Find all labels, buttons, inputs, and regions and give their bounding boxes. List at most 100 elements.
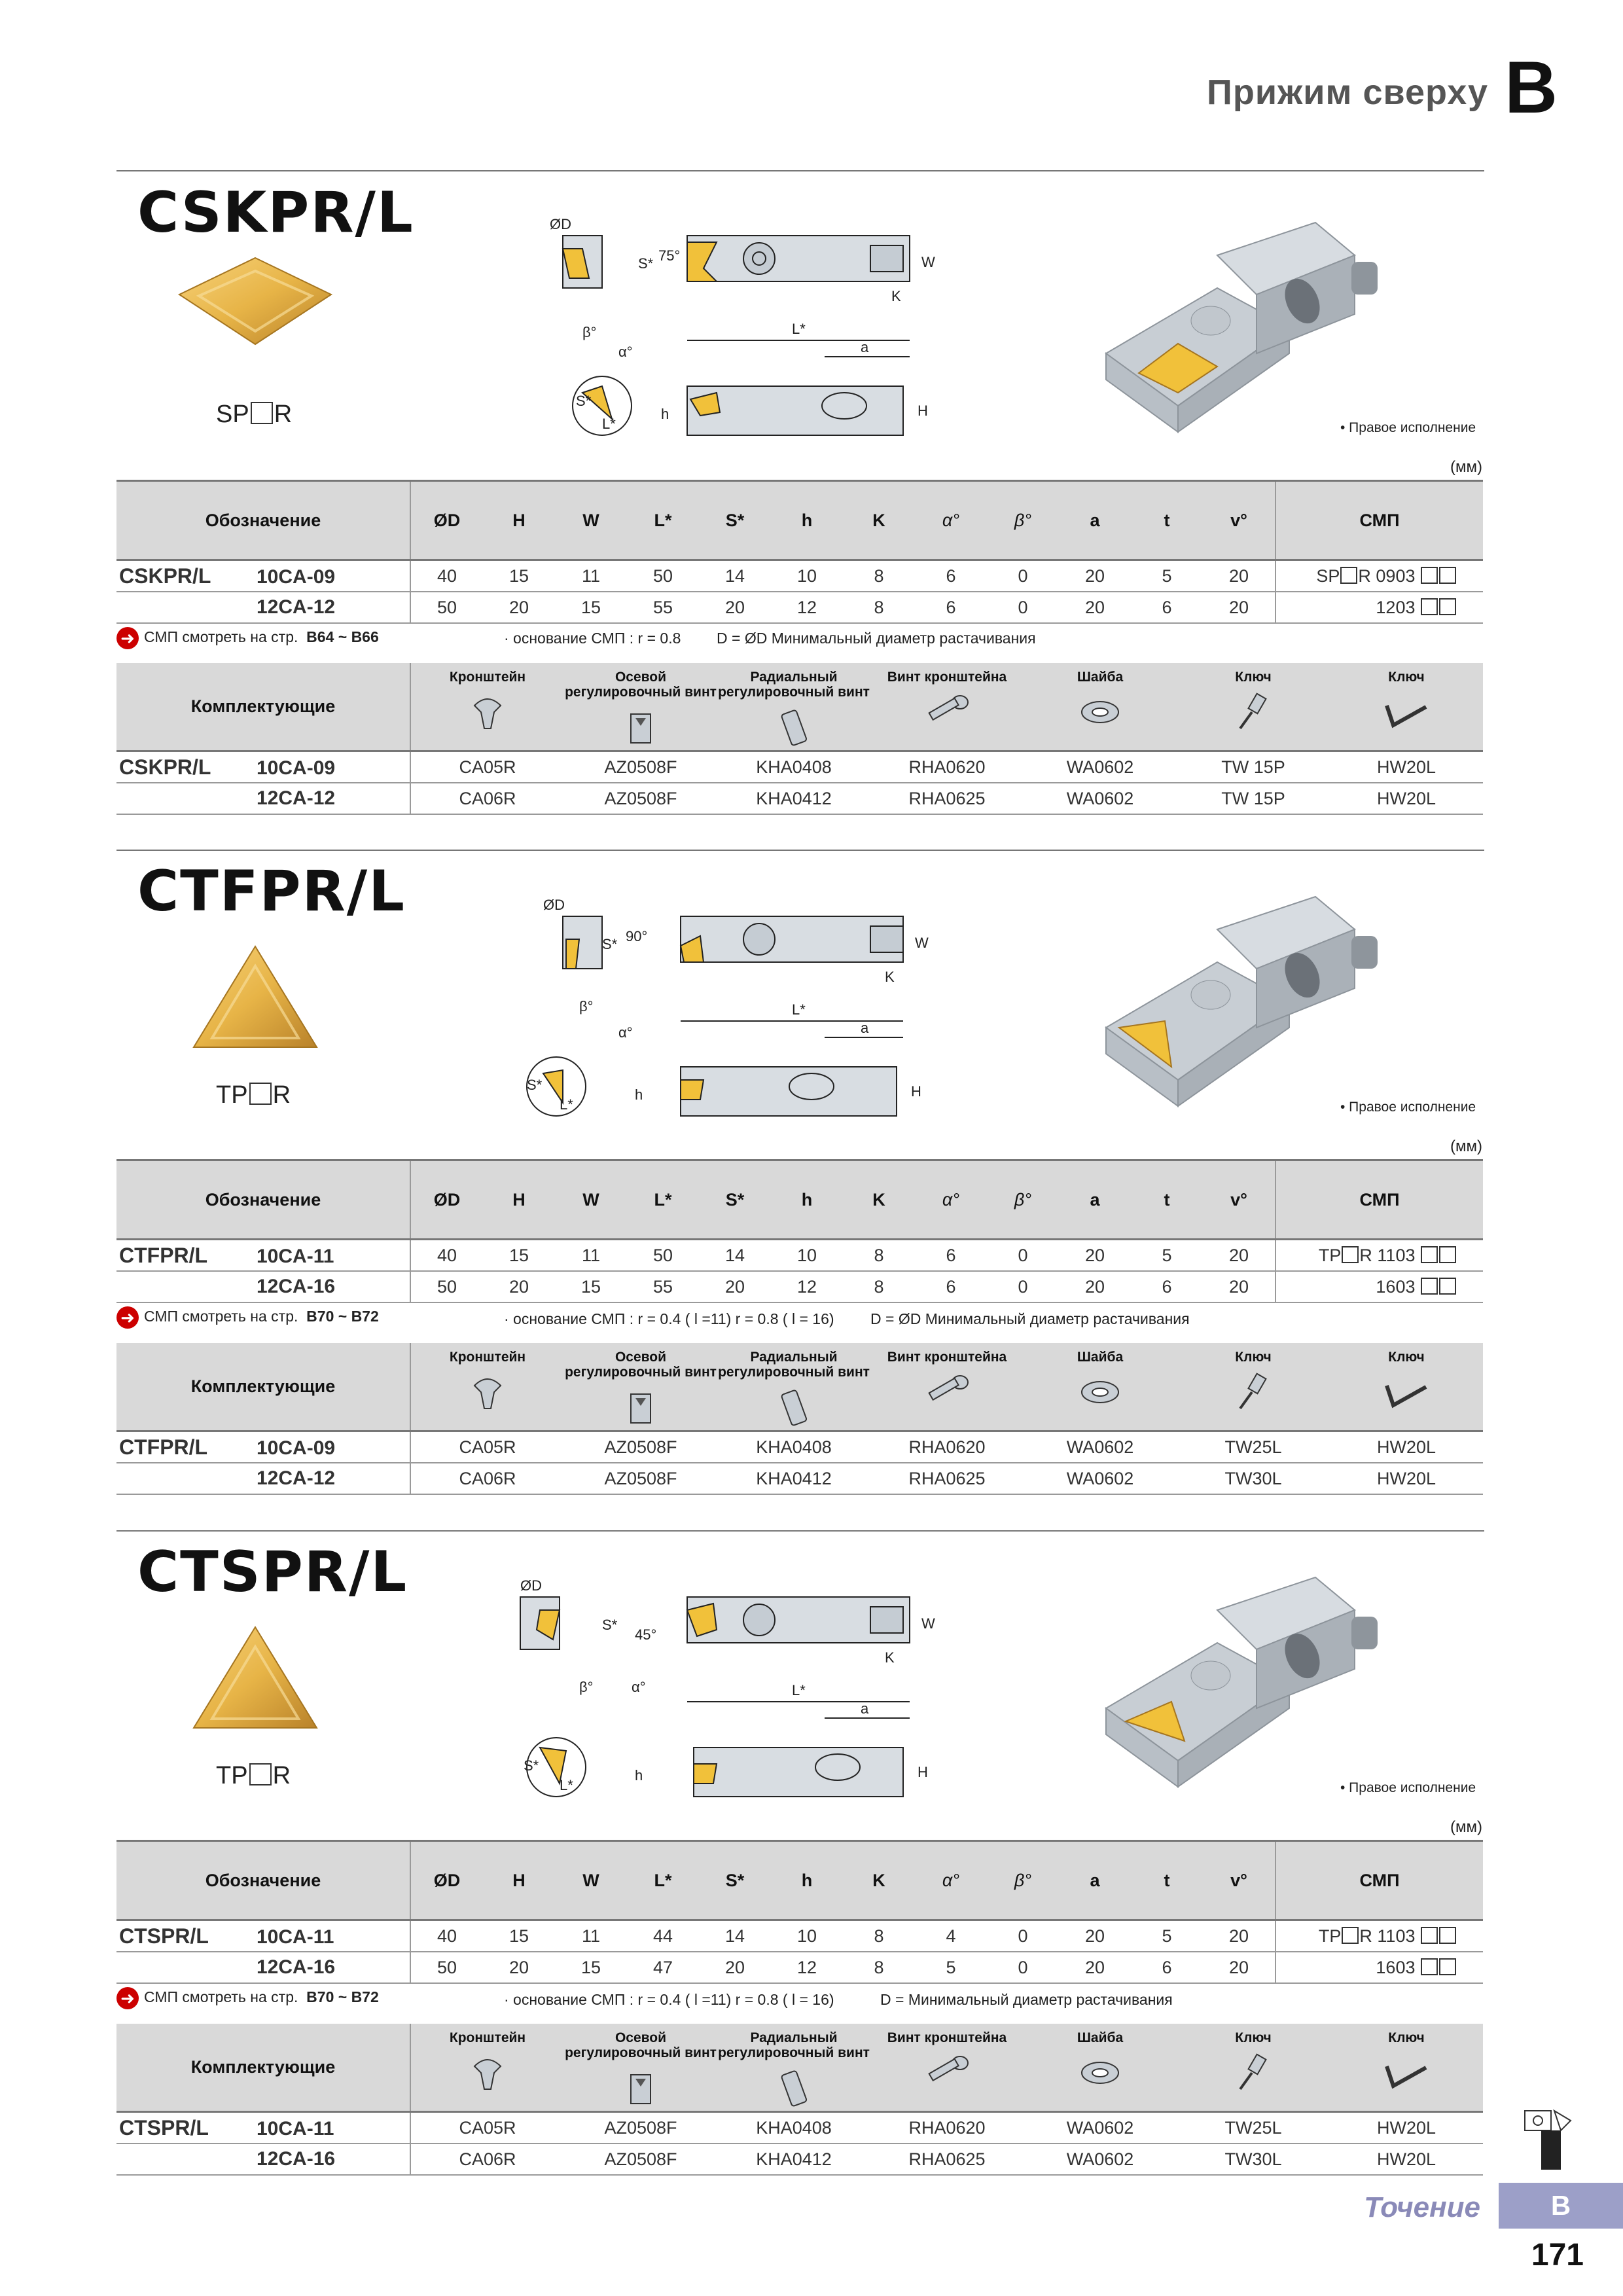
cell: 6 — [915, 1271, 987, 1303]
torx-key-icon — [1239, 1372, 1267, 1410]
cell: RHA0625 — [870, 2144, 1024, 2176]
row-code: 10CA-11 — [257, 1926, 334, 1948]
col-h-lower: h — [771, 1159, 843, 1240]
parts-label: Комплектующие — [116, 2024, 411, 2113]
cell: 55 — [627, 592, 699, 624]
cell: WA0602 — [1024, 1463, 1177, 1496]
svg-text:h: h — [635, 1086, 643, 1103]
cell: HW20L — [1330, 2144, 1483, 2176]
cell: 20 — [699, 592, 771, 624]
cell: 44 — [627, 1920, 699, 1952]
washer-icon — [1081, 1381, 1119, 1404]
col-bracket-screw: Винт кронштейна — [887, 2030, 1007, 2045]
table-row: 12CA-12 CA06R AZ0508F KHA0412 RHA0625 WA… — [116, 783, 1483, 816]
parts-table: Комплектующие Кронштейн Осевой регулиров… — [116, 2024, 1483, 2176]
cell: 6 — [1131, 1271, 1203, 1303]
svg-text:W: W — [915, 935, 929, 951]
insert-triangle-image — [192, 1626, 318, 1729]
dimension-drawing: ØD S* 75° W K L* a t V° β° α° S* L* h H — [550, 216, 935, 436]
cell: 20 — [1059, 1271, 1131, 1303]
cell: 0 — [987, 592, 1059, 624]
col-beta: β° — [987, 480, 1059, 561]
arrow-right-icon: ➜ — [116, 1306, 139, 1329]
min-bore-note: D = Минимальный диаметр растачивания — [880, 1991, 1173, 2008]
washer-icon — [1081, 701, 1119, 724]
cell: 11 — [555, 560, 627, 592]
row-code: 10CA-09 — [257, 565, 336, 588]
cell: 5 — [1131, 560, 1203, 592]
svg-text:S*: S* — [527, 1077, 543, 1093]
cell: 14 — [699, 1239, 771, 1272]
cell: 20 — [1059, 1920, 1131, 1952]
svg-text:L*: L* — [792, 1682, 806, 1698]
svg-text:L*: L* — [560, 1096, 573, 1113]
col-designation: Обозначение — [116, 480, 411, 561]
smp-cell: 1203 — [1275, 592, 1483, 624]
cell: TW30L — [1177, 1463, 1330, 1496]
cell: 15 — [555, 1952, 627, 1984]
col-washer: Шайба — [1077, 2030, 1124, 2045]
units-label: (мм) — [1450, 458, 1482, 476]
cell: 6 — [915, 560, 987, 592]
bracket-icon — [473, 698, 502, 730]
cell: 8 — [843, 560, 915, 592]
table-row: 12CA-12 CA06R AZ0508F KHA0412 RHA0625 WA… — [116, 1463, 1483, 1496]
cell: 8 — [843, 592, 915, 624]
cell: 20 — [483, 1952, 555, 1984]
row-code: 12CA-16 — [257, 1956, 336, 1978]
row-name: CSKPR/L — [119, 755, 211, 779]
cell: 6 — [1131, 592, 1203, 624]
cell: 14 — [699, 560, 771, 592]
holder-3d-image — [1105, 221, 1378, 433]
col-w: W — [555, 1159, 627, 1240]
cell: TW 15P — [1177, 783, 1330, 816]
page-header-letter: B — [1505, 46, 1558, 128]
cell: CA06R — [410, 1463, 564, 1496]
dimension-drawing: ØD S* 90° W K L* a t V* β° α° S* L* h H — [526, 897, 929, 1117]
cell: HW20L — [1330, 1431, 1483, 1464]
turning-tool-icon — [1524, 2109, 1572, 2170]
min-bore-note: D = ØD Минимальный диаметр растачивания — [870, 1310, 1190, 1327]
svg-text:K: K — [885, 1649, 895, 1666]
svg-text:H: H — [918, 403, 928, 419]
svg-text:90°: 90° — [626, 928, 647, 944]
col-a: a — [1059, 480, 1131, 561]
cell: 20 — [1059, 560, 1131, 592]
cell: 20 — [699, 1271, 771, 1303]
row-code: 12CA-12 — [257, 596, 336, 618]
svg-text:S*: S* — [524, 1757, 539, 1774]
bracket-screw-icon — [928, 695, 969, 721]
col-radial-screw: Радиальный регулировочный винт — [718, 1350, 870, 1380]
svg-text:K: K — [891, 288, 901, 304]
holder-3d-image — [1105, 895, 1378, 1107]
cell: KHA0408 — [717, 751, 870, 784]
svg-text:α°: α° — [632, 1679, 646, 1695]
cell: AZ0508F — [564, 1431, 717, 1464]
col-h-upper: H — [483, 1159, 555, 1240]
col-a: a — [1059, 1840, 1131, 1921]
svg-text:β°: β° — [579, 998, 593, 1014]
cell: WA0602 — [1024, 2144, 1177, 2176]
cell: 6 — [1131, 1952, 1203, 1984]
cell: HW20L — [1330, 783, 1483, 816]
svg-text:ØD: ØD — [550, 216, 571, 232]
cell: AZ0508F — [564, 751, 717, 784]
row-code: 12CA-16 — [257, 2148, 336, 2170]
col-smp: СМП — [1275, 480, 1483, 561]
axial-screw-icon — [630, 1393, 651, 1424]
col-l: L* — [627, 480, 699, 561]
col-radial-screw: Радиальный регулировочный винт — [718, 2030, 870, 2061]
cell: 20 — [1203, 1239, 1275, 1272]
svg-text:a: a — [861, 339, 869, 355]
row-name: CSKPR/L — [119, 564, 211, 588]
svg-text:75°: 75° — [658, 247, 680, 264]
cell: RHA0620 — [870, 751, 1024, 784]
cell: KHA0408 — [717, 2111, 870, 2145]
hex-key-icon — [1385, 2066, 1427, 2089]
